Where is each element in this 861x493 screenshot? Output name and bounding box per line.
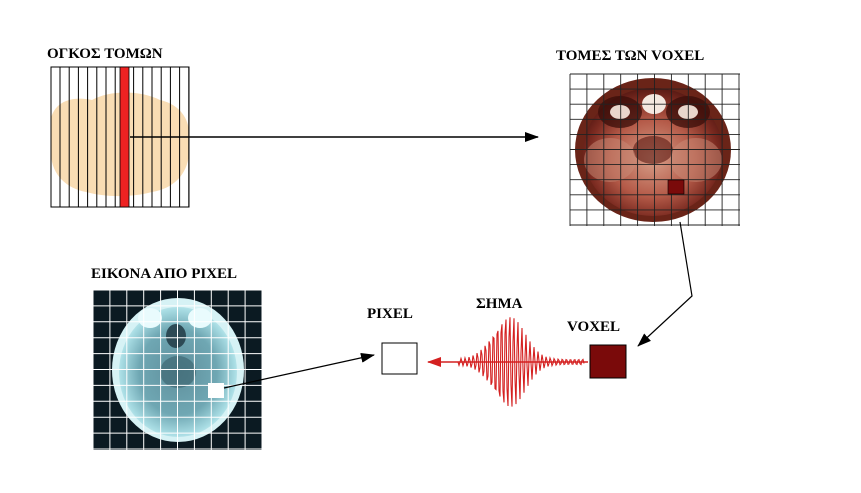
voxel-slice-image [569, 73, 740, 226]
pixel-image-label: ΕΙΚΟΝΑ ΑΠΟ PIXEL [91, 266, 238, 282]
signal-label: ΣΗΜΑ [476, 296, 523, 312]
image-to-pixel-arrow [223, 352, 375, 389]
pixel-label: PIXEL [367, 306, 413, 322]
pixel-box [381, 342, 418, 375]
selected-voxel [667, 179, 685, 195]
volume-label: ΟΓΚΟΣ ΤΟΜΩΝ [47, 46, 163, 62]
voxel-to-voxel-box-arrow [637, 221, 693, 347]
pixel-grid [92, 289, 263, 450]
voxel-slices-label: ΤΟΜΕΣ ΤΩΝ VOXEL [556, 48, 705, 64]
pixel-image [92, 289, 263, 450]
highlighted-slice [119, 66, 130, 208]
voxel-grid [569, 73, 740, 226]
selected-pixel [208, 383, 224, 398]
voxel-label: VOXEL [567, 319, 621, 335]
voxel-box [589, 344, 627, 379]
signal-waveform [457, 317, 585, 407]
